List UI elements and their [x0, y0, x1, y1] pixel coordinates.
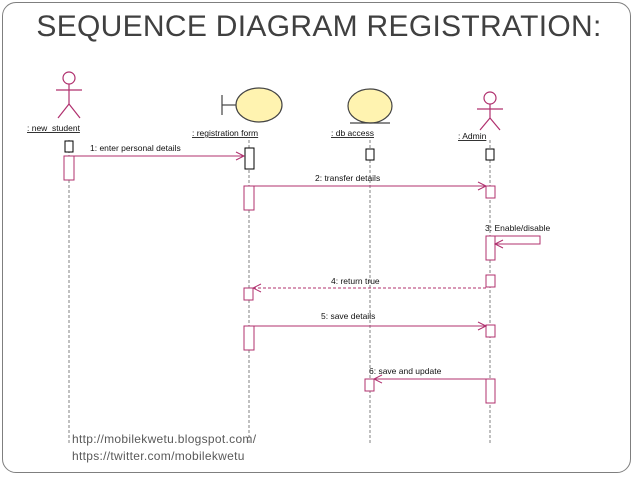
- activation-bar: [243, 287, 254, 301]
- slide-frame: [2, 2, 631, 473]
- lifeline-label-admin: : Admin: [458, 131, 487, 141]
- activation-bar: [485, 324, 496, 338]
- lifeline-head-box: [365, 148, 375, 161]
- message-4-label: 4: return true: [331, 276, 380, 286]
- message-5: [254, 321, 488, 331]
- activation-bar: [485, 235, 496, 261]
- activation-bar: [364, 378, 375, 392]
- lifeline-head-box: [244, 147, 255, 170]
- activation-bar: [485, 185, 496, 199]
- footer-blog-link[interactable]: http://mobilekwetu.blogspot.com/: [72, 432, 257, 446]
- boundary-object-icon: [221, 87, 283, 123]
- lifeline-label-new-student: : new_student: [27, 123, 81, 133]
- actor-new-student-icon: [56, 71, 82, 119]
- lifeline-head-box: [64, 140, 74, 153]
- message-2: [254, 181, 488, 191]
- entity-object-icon: [347, 88, 393, 124]
- actor-admin-icon: [477, 91, 503, 131]
- activation-bar: [243, 325, 255, 351]
- message-1-label: 1: enter personal details: [90, 143, 181, 153]
- message-2-label: 2: transfer details: [315, 173, 380, 183]
- lifeline-label-registration-form: : registration form: [192, 128, 258, 138]
- message-4: [251, 283, 486, 293]
- activation-bar: [243, 185, 255, 211]
- message-5-label: 5: save details: [321, 311, 375, 321]
- slide-title: SEQUENCE DIAGRAM REGISTRATION:: [36, 10, 602, 43]
- message-6: [372, 374, 486, 384]
- message-3: [493, 235, 541, 249]
- footer-twitter-link[interactable]: https://twitter.com/mobilekwetu: [72, 449, 245, 463]
- activation-bar: [485, 274, 496, 288]
- activation-bar: [485, 378, 496, 404]
- message-6-label: 6: save and update: [369, 366, 442, 376]
- activation-bar: [63, 155, 75, 181]
- lifeline-label-db-access: : db access: [331, 128, 374, 138]
- message-3-label: 3: Enable/disable: [485, 223, 550, 233]
- message-1: [74, 151, 246, 161]
- lifeline-head-box: [485, 148, 495, 161]
